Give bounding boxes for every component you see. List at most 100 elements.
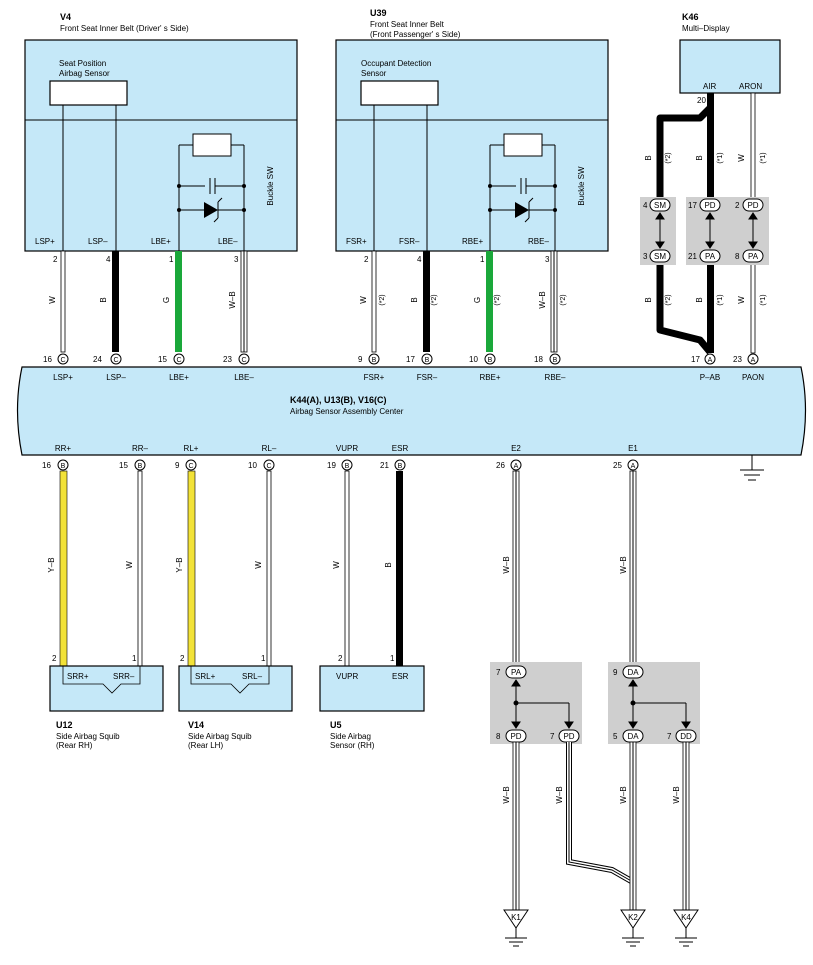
component-k44: K44(A), U13(B), V16(C) Airbag Sensor Ass… — [16, 366, 807, 456]
k46-name: Multi–Display — [682, 24, 730, 33]
wire-note: (*1) — [760, 152, 767, 163]
v14-code: V14 — [188, 720, 204, 730]
wire-note: (*2) — [665, 294, 672, 305]
pin-num: 26 — [496, 461, 505, 470]
junction-label: SM — [654, 252, 666, 261]
ground-k4: K4 — [673, 909, 699, 947]
u5-pin-label: VUPR — [336, 672, 358, 681]
v4-sensor-line2: Airbag Sensor — [59, 69, 110, 78]
u12-name: Side Airbag Squib — [56, 732, 120, 741]
pin-label: P–AB — [700, 373, 720, 382]
k46-pin-num: 20 — [697, 96, 706, 105]
pin-label: LBE+ — [169, 373, 189, 382]
v14-pin-label: SRL– — [242, 672, 263, 681]
junction-num: 2 — [735, 201, 740, 210]
u39-sensor-line2: Sensor — [361, 69, 387, 78]
wire-color: B — [644, 297, 653, 302]
junction-label: DA — [627, 668, 639, 677]
wire-note: (*2) — [379, 294, 386, 305]
pin-num: 16 — [42, 461, 51, 470]
pin-label: ESR — [392, 444, 409, 453]
wire-color: W — [737, 154, 746, 162]
ground-k1: K1 — [503, 909, 529, 947]
k46-pin-label: ARON — [739, 82, 762, 91]
junction-label: SM — [654, 201, 666, 210]
pin-label: VUPR — [336, 444, 358, 453]
component-v4: V4 Front Seat Inner Belt (Driver' s Side… — [24, 12, 298, 252]
wire-color: W–B — [672, 786, 681, 803]
u39-code: U39 — [370, 8, 387, 18]
pin-conn: A — [708, 357, 713, 364]
u39-sensor-line1: Occupant Detection — [361, 59, 431, 68]
pin-num: 9 — [358, 355, 363, 364]
component-u12: SRR+ SRR– U12 Side Airbag Squib (Rear RH… — [49, 665, 164, 750]
ground-label: K4 — [681, 913, 691, 922]
k44-code: K44(A), U13(B), V16(C) — [290, 395, 387, 405]
wire-color: B — [384, 562, 393, 567]
junction-label: PD — [747, 201, 758, 210]
junction-label: PD — [510, 732, 521, 741]
pin-num: 15 — [119, 461, 128, 470]
pin-num: 1 — [132, 654, 137, 663]
wire-color: W–B — [228, 291, 237, 308]
v4-pin-label: LSP– — [88, 237, 108, 246]
junction-label: DD — [680, 732, 692, 741]
wire-color: W — [254, 561, 263, 569]
pin-num: 23 — [223, 355, 232, 364]
junction-num: 5 — [613, 732, 618, 741]
wire-color: W — [332, 561, 341, 569]
pin-conn: C — [113, 357, 118, 364]
ground-symbol — [740, 455, 764, 481]
component-v14: SRL+ SRL– V14 Side Airbag Squib (Rear LH… — [178, 665, 293, 750]
wire-color: W — [48, 296, 57, 304]
k46-pin-label: AIR — [703, 82, 717, 91]
v14-name: (Rear LH) — [188, 741, 223, 750]
junction-label: DA — [627, 732, 639, 741]
wire-note: (*2) — [665, 152, 672, 163]
pin-label: E1 — [628, 444, 638, 453]
pin-conn: C — [241, 357, 246, 364]
ground-k2: K2 — [620, 909, 646, 947]
pin-conn: B — [61, 463, 66, 470]
wire-color: B — [695, 155, 704, 160]
wire-note: (*1) — [760, 294, 767, 305]
u5-pin-label: ESR — [392, 672, 409, 681]
wire-color: W–B — [619, 556, 628, 573]
pin-num: 18 — [534, 355, 543, 364]
k46-wires: SM SM PD PA PD PA 4 3 17 21 2 8 B (*2) B… — [640, 92, 769, 355]
k44-top-pins: C C C C B B B B A A 16 24 15 23 9 17 10 … — [43, 353, 764, 382]
wire-note: (*2) — [494, 294, 501, 305]
junction-label: PA — [705, 252, 716, 261]
u39-pin-label: RBE– — [528, 237, 549, 246]
pin-label: RL– — [262, 444, 277, 453]
u12-pin-label: SRR– — [113, 672, 135, 681]
wire-color: B — [695, 297, 704, 302]
pin-num: 17 — [691, 355, 700, 364]
pin-conn: B — [372, 357, 377, 364]
pin-num: 2 — [180, 654, 185, 663]
v4-pin-label: LSP+ — [35, 237, 55, 246]
wire-color: Y–B — [175, 557, 184, 572]
wire-color: B — [99, 297, 108, 302]
pin-num: 2 — [364, 255, 369, 264]
bottom-wires: Y–B W Y–B W W B W–B W–B 2 1 2 1 2 1 — [47, 470, 637, 669]
wire-note: (*1) — [717, 152, 724, 163]
component-u39: U39 Front Seat Inner Belt (Front Passeng… — [335, 8, 609, 252]
pin-conn: C — [176, 357, 181, 364]
v14-name: Side Airbag Squib — [188, 732, 252, 741]
u39-pin-label: RBE+ — [462, 237, 483, 246]
ground-junction-right: DA DA DD 9 5 7 — [608, 662, 700, 744]
pin-label: PAON — [742, 373, 764, 382]
junction-num: 9 — [613, 668, 618, 677]
wire-color: W–B — [555, 786, 564, 803]
pin-conn: C — [60, 357, 65, 364]
pin-label: RR– — [132, 444, 149, 453]
wire-color: W–B — [502, 556, 511, 573]
junction-num: 7 — [550, 732, 555, 741]
u39-pin-label: FSR+ — [346, 237, 367, 246]
junction-num: 8 — [735, 252, 740, 261]
pin-label: LSP– — [106, 373, 126, 382]
pin-num: 3 — [545, 255, 550, 264]
u5-code: U5 — [330, 720, 342, 730]
wire-color: W — [359, 296, 368, 304]
